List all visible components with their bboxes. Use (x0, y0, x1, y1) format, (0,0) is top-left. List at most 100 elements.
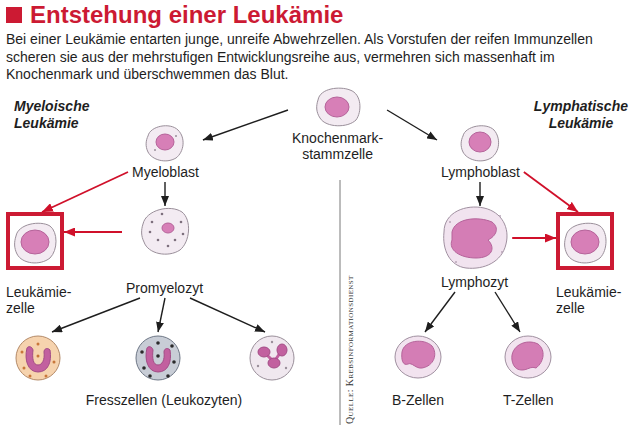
b-cell-drawing-part (395, 336, 441, 378)
title: Entstehung einer Leukämie (30, 1, 343, 29)
basophil-drawing-part (170, 344, 174, 348)
arrow-connector (52, 298, 140, 332)
neutrophil-drawing (250, 336, 294, 380)
t-cell-drawing-part (512, 342, 543, 370)
cell-label: T-Zellen (503, 392, 554, 408)
arrow-connector (524, 172, 578, 212)
source-note: Quelle: Krebsinformationsdienst (344, 275, 356, 424)
arrow-connector (425, 292, 455, 332)
myeloblast-drawing-part (156, 134, 174, 150)
arrow-connector (512, 237, 556, 239)
cell-label: Leukämie- zelle (556, 284, 621, 316)
cell-label: Fresszellen (Leukozyten) (14, 392, 314, 408)
leukemia-cell-box: Leukämie- zelle (556, 212, 614, 270)
lymphocyte-drawing-part (501, 251, 503, 253)
neutrophil-drawing-part (285, 367, 287, 369)
basophil-drawing-part (156, 341, 160, 345)
cell-node: Lymphoblast (437, 124, 524, 182)
basophil-drawing-part (146, 347, 170, 372)
lymphoblast-drawing-part (461, 126, 498, 161)
myeloblast-drawing-part (154, 149, 156, 151)
cell-node: Promyelozyt (122, 206, 207, 298)
cell-label: Leukämie- zelle (6, 284, 71, 316)
leukemia-cell-drawing-part (565, 223, 606, 263)
lymphocyte-drawing-part (499, 215, 501, 217)
leukemia-type-label: Myeloische Leukämie (14, 98, 89, 132)
basophil-drawing-part (156, 354, 160, 358)
leukemia-cell-drawing-part (15, 223, 56, 263)
stem-cell-node: Knochenmark- stammzelle (288, 88, 387, 164)
connector-group (42, 110, 578, 332)
promyelocyte-drawing-part (182, 233, 185, 236)
arrow-connector (387, 110, 437, 140)
divider-line (340, 180, 341, 425)
eosinophil-drawing-part (29, 375, 32, 378)
promyelocyte-drawing-part (149, 231, 152, 234)
arrow-connector (190, 298, 265, 332)
neutrophil-drawing-part (250, 336, 294, 380)
cell-label: Lymphoblast (441, 164, 520, 180)
basophil-drawing-part (148, 374, 152, 378)
eosinophil-drawing-part (26, 347, 50, 372)
promyelocyte-drawing-part (151, 221, 154, 224)
neutrophil-drawing-part (268, 358, 280, 368)
arrow-connector (42, 172, 128, 212)
cell-label: Myeloblast (132, 164, 199, 180)
promyelocyte-drawing (142, 208, 189, 254)
myeloblast-drawing-part (175, 135, 177, 137)
eosinophil-drawing-part (16, 336, 60, 380)
cell-node: B-Zellen (388, 332, 448, 410)
t-cell-drawing (505, 336, 551, 378)
eosinophil-drawing-part (45, 375, 48, 378)
title-square (6, 7, 22, 23)
lymphoblast-drawing-part (469, 132, 491, 152)
basophil-drawing-part (166, 374, 170, 378)
cell-group-node: Fresszellen (Leukozyten) (10, 332, 318, 410)
promyelocyte-drawing-part (161, 213, 164, 216)
t-cell-drawing-part (505, 336, 551, 378)
eosinophil-drawing-part (37, 355, 40, 358)
cell-node: Myeloblast (128, 124, 203, 182)
leukemia-cell-drawing (15, 223, 56, 263)
myeloblast-drawing-part (146, 126, 183, 161)
eosinophil-drawing-part (21, 351, 24, 354)
leukemia-cell-drawing-part (21, 230, 49, 254)
leukemia-cell-drawing (565, 223, 606, 263)
intro-text: Bei einer Leukämie entarten junge, unrei… (6, 31, 632, 84)
lymphocyte-drawing (444, 207, 507, 268)
leukemia-cell-box: Leukämie- zelle (6, 212, 64, 270)
neutrophil-drawing-part (271, 341, 273, 343)
cell-label: Knochenmark- stammzelle (292, 130, 383, 162)
myeloblast-drawing (146, 126, 183, 161)
leukemia-cell-drawing-part (571, 230, 599, 254)
cell-label: B-Zellen (392, 392, 444, 408)
eosinophil-drawing-part (37, 343, 40, 346)
lymphoblast-drawing (461, 126, 498, 161)
stem-cell-drawing-part (325, 97, 349, 117)
promyelocyte-drawing-part (174, 239, 177, 242)
basophil-drawing-part (140, 350, 144, 354)
promyelocyte-drawing-part (180, 221, 183, 224)
eosinophil-drawing (16, 336, 60, 380)
basophil-drawing-part (142, 366, 146, 370)
eosinophil-drawing-part (53, 361, 56, 364)
basophil-drawing-part (172, 360, 176, 364)
basophil-drawing (136, 336, 180, 380)
arrow-connector (495, 292, 520, 332)
arrow-connector (158, 298, 165, 332)
promyelocyte-drawing-part (167, 245, 170, 248)
cell-label: Promyelozyt (126, 280, 203, 296)
arrow-connector (479, 182, 480, 206)
cell-node: Lymphozyt (437, 206, 512, 292)
leukemia-type-label: Lymphatische Leukämie (534, 98, 628, 132)
promyelocyte-drawing-part (162, 223, 174, 233)
stem-cell-drawing-part (317, 88, 360, 126)
lymphocyte-drawing-part (444, 207, 507, 268)
b-cell-drawing-part (402, 341, 435, 368)
arrow-connector (164, 182, 165, 206)
lymphocyte-drawing-part (451, 219, 496, 258)
neutrophil-drawing-part (258, 347, 270, 357)
neutrophil-drawing-part (277, 344, 287, 356)
cell-node: T-Zellen (499, 332, 558, 410)
